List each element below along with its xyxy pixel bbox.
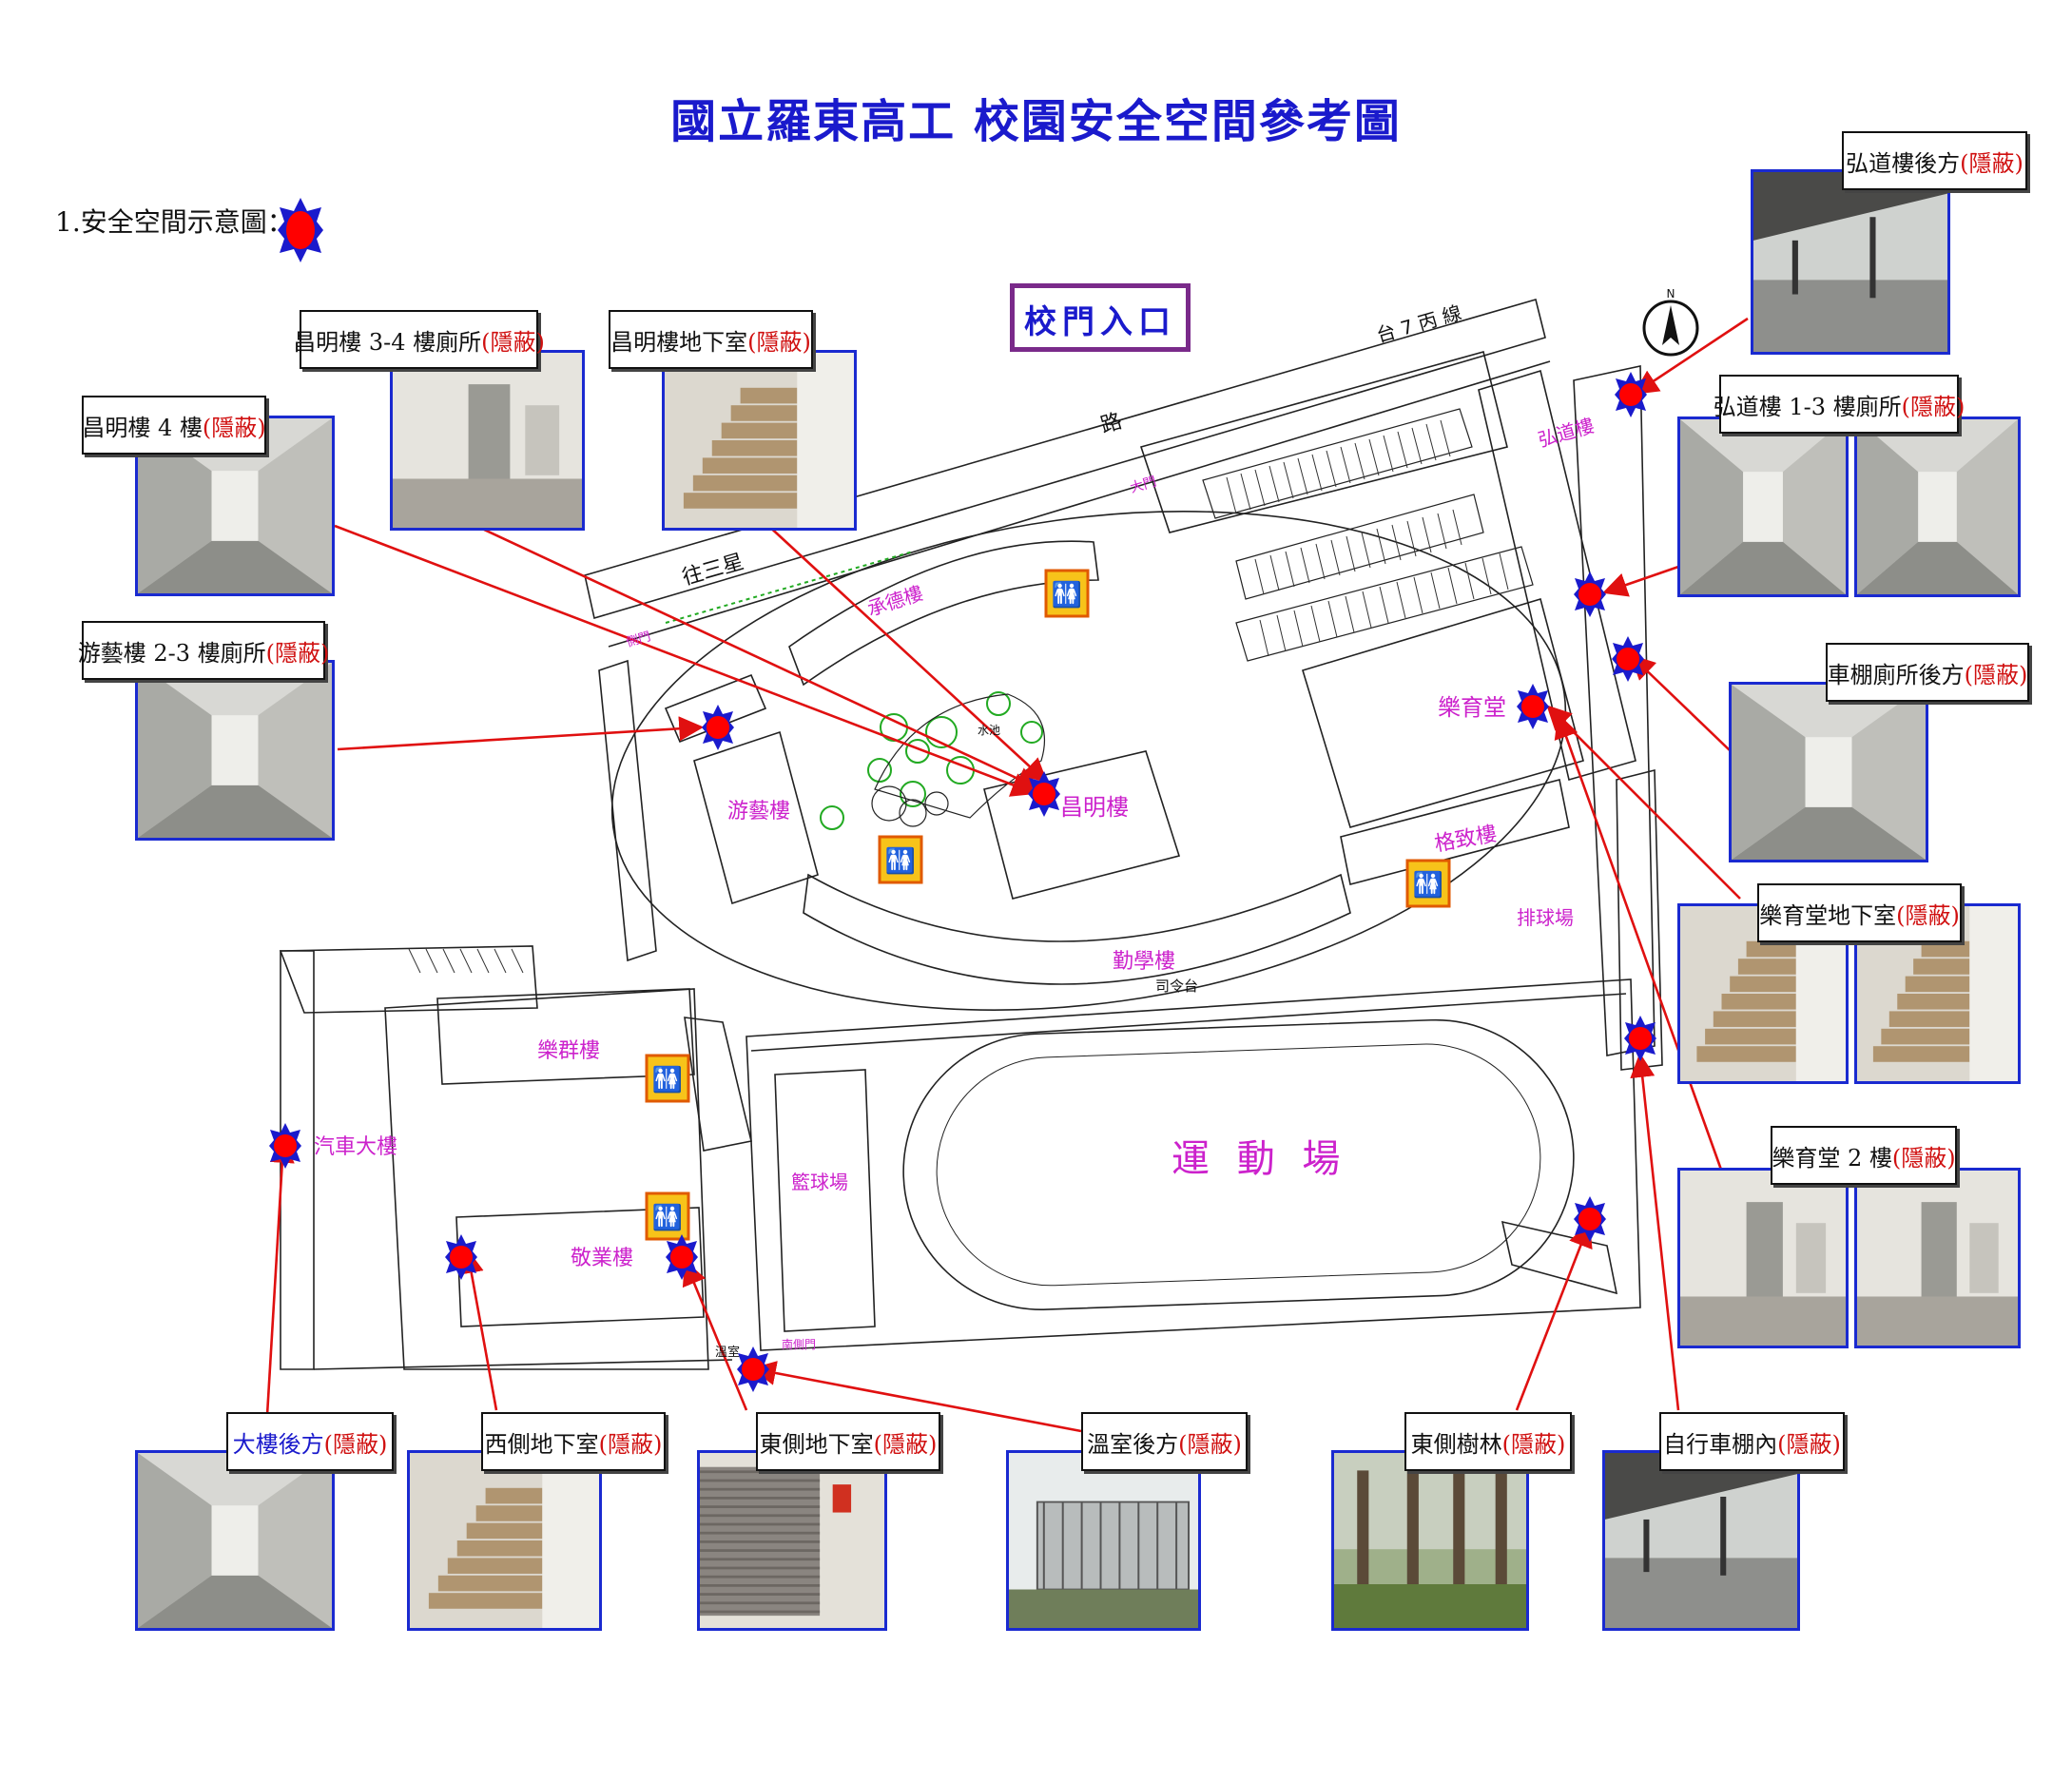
safe-space-marker: [1517, 684, 1549, 729]
road-to-label: 往三星: [680, 551, 746, 591]
site-photo: [1854, 1168, 2021, 1348]
safe-space-marker: [1615, 372, 1647, 417]
callout-arrows: [264, 317, 1749, 1433]
callout-changming-basement: 昌明樓地下室(隱蔽): [609, 310, 813, 369]
label-lequn: 樂群樓: [537, 1039, 600, 1063]
restroom-icons: 🚻 🚻 🚻 🚻 🚻: [645, 569, 1451, 1241]
garden: [665, 551, 1043, 830]
site-photo: [697, 1450, 887, 1631]
site-photo: [1729, 682, 1928, 862]
callout-leyu-basement: 樂育堂地下室(隱蔽): [1757, 883, 1962, 942]
callout-youyi-23-restroom: 游藝樓 2-3 樓廁所(隱蔽): [78, 621, 329, 680]
callout-bike-shed: 自行車棚內(隱蔽): [1659, 1412, 1845, 1471]
site-photo: [1854, 416, 2021, 597]
road-label: 路: [1098, 410, 1125, 438]
safe-space-marker: [1028, 771, 1060, 817]
site-photo: [135, 660, 335, 841]
svg-text:🚻: 🚻: [1052, 580, 1082, 610]
callout-hongdao-back: 弘道樓後方(隱蔽): [1842, 131, 2027, 190]
callout-greenhouse-back: 溫室後方(隱蔽): [1081, 1412, 1248, 1471]
callout-leyu-2f: 樂育堂 2 樓(隱蔽): [1771, 1126, 1957, 1185]
callout-east-grove: 東側樹林(隱蔽): [1404, 1412, 1572, 1471]
safe-space-marker: [1574, 1196, 1606, 1242]
safe-space-marker: [445, 1234, 477, 1280]
label-greenhouse: 溫室: [715, 1345, 740, 1360]
label-hongdao: 弘道樓: [1536, 414, 1597, 452]
site-photo: [135, 416, 335, 596]
site-photo: [1331, 1450, 1529, 1631]
page-title: 國立羅東高工 校園安全空間參考圖: [670, 95, 1402, 148]
road-north-label: 台 7 丙 線: [1374, 300, 1464, 346]
label-stadium: 運 動 場: [1172, 1137, 1347, 1181]
site-photo: [390, 350, 585, 531]
svg-text:🚻: 🚻: [1413, 870, 1443, 900]
label-volleyball: 排球場: [1517, 906, 1574, 929]
site-photo: [1677, 416, 1849, 597]
safe-space-marker: [1612, 636, 1644, 682]
label-basketball: 籃球場: [791, 1171, 848, 1193]
label-qiche: 汽車大樓: [314, 1135, 397, 1159]
label-podium: 司令台: [1155, 978, 1198, 995]
legend: 1.安全空間示意圖：: [55, 202, 294, 240]
label-pool: 水池: [978, 724, 1000, 737]
label-chengde: 承德樓: [864, 581, 925, 620]
label-changming: 昌明樓: [1060, 794, 1129, 821]
safe-space-marker: [737, 1346, 769, 1392]
safe-space-marker: [1574, 571, 1606, 617]
legend-marker-icon: [278, 198, 323, 262]
label-south-gate: 南側門: [782, 1337, 816, 1351]
parking-stalls: [408, 419, 1509, 974]
gate-small-label: 大門: [1129, 475, 1158, 496]
site-photo: [1602, 1450, 1800, 1631]
svg-text:🚻: 🚻: [652, 1065, 683, 1094]
label-qinxue: 勤學樓: [1113, 950, 1175, 974]
site-photo: [135, 1450, 335, 1631]
label-jingye: 敬業樓: [571, 1247, 633, 1270]
site-photo: [407, 1450, 602, 1631]
safe-space-marker: [1624, 1016, 1656, 1061]
callout-building-back: 大樓後方(隱蔽): [226, 1412, 394, 1471]
svg-text:N: N: [1667, 287, 1675, 300]
svg-text:🚻: 🚻: [652, 1203, 683, 1232]
callout-changming-34-restroom: 昌明樓 3-4 樓廁所(隱蔽): [293, 310, 545, 369]
main-gate-label: 校門入口: [1010, 283, 1191, 352]
site-photo: [1677, 1168, 1849, 1348]
label-leyu: 樂育堂: [1438, 694, 1506, 721]
callout-shed-restroom-back: 車棚廁所後方(隱蔽): [1826, 643, 2029, 702]
callout-east-basement: 東側地下室(隱蔽): [756, 1412, 940, 1471]
safe-space-markers: [269, 372, 1656, 1392]
site-photo: [1006, 1450, 1201, 1631]
north-arrow-icon: N: [1642, 287, 1699, 357]
side-gate-label: 側門: [625, 630, 652, 650]
label-youyi: 游藝樓: [727, 800, 790, 823]
site-photo: [1751, 169, 1950, 355]
safe-space-marker: [269, 1123, 301, 1169]
legend-text: 1.安全空間示意圖：: [55, 206, 294, 238]
safe-space-marker: [702, 705, 734, 750]
callout-west-basement: 西側地下室(隱蔽): [481, 1412, 666, 1471]
svg-text:🚻: 🚻: [885, 846, 916, 876]
callout-hongdao-13-restroom: 弘道樓 1-3 樓廁所(隱蔽): [1714, 375, 1965, 434]
safe-space-marker: [666, 1234, 698, 1280]
site-photo: [662, 350, 857, 531]
callout-changming-4f: 昌明樓 4 樓(隱蔽): [82, 396, 266, 455]
